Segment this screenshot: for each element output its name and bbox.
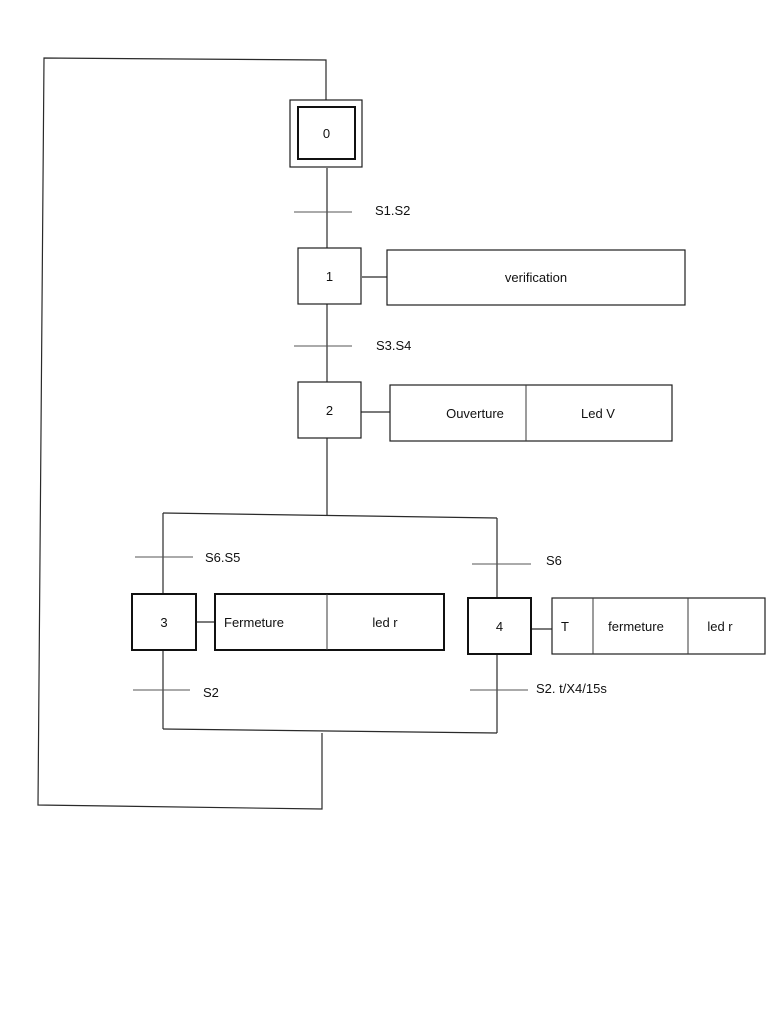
action-label: Fermeture (224, 615, 284, 630)
action-label: T (561, 619, 569, 634)
step-number: 2 (326, 403, 333, 418)
action-box-4: T fermeture led r (551, 597, 766, 655)
step-2: 2 (297, 381, 362, 439)
step-number: 0 (323, 126, 330, 141)
action-box-1: verification (386, 249, 686, 306)
action-label: fermeture (608, 619, 664, 634)
action-box-3: Fermeture led r (214, 593, 445, 651)
action-label: Led V (581, 406, 615, 421)
transition-label-01: S1.S2 (375, 203, 410, 218)
action-label: Ouverture (446, 406, 504, 421)
step-number: 4 (496, 619, 503, 634)
step-1: 1 (297, 247, 362, 305)
action-box-2: Ouverture Led V (389, 384, 673, 442)
loop-return-line (37, 57, 327, 810)
convergence-bar (162, 728, 498, 734)
transition-label-4: S2. t/X4/15s (536, 681, 607, 696)
action-label: led r (372, 615, 398, 630)
divergence-bar (162, 512, 498, 519)
step-4: 4 (467, 597, 532, 655)
step-3: 3 (131, 593, 197, 651)
action-label: verification (505, 270, 567, 285)
step-number: 3 (160, 615, 167, 630)
action-label: led r (707, 619, 733, 634)
transition-label-24: S6 (546, 553, 562, 568)
transition-label-3: S2 (203, 685, 219, 700)
transition-label-23: S6.S5 (205, 550, 240, 565)
step-number: 1 (326, 269, 333, 284)
initial-step-0: 0 (289, 99, 363, 168)
transition-label-12: S3.S4 (376, 338, 411, 353)
